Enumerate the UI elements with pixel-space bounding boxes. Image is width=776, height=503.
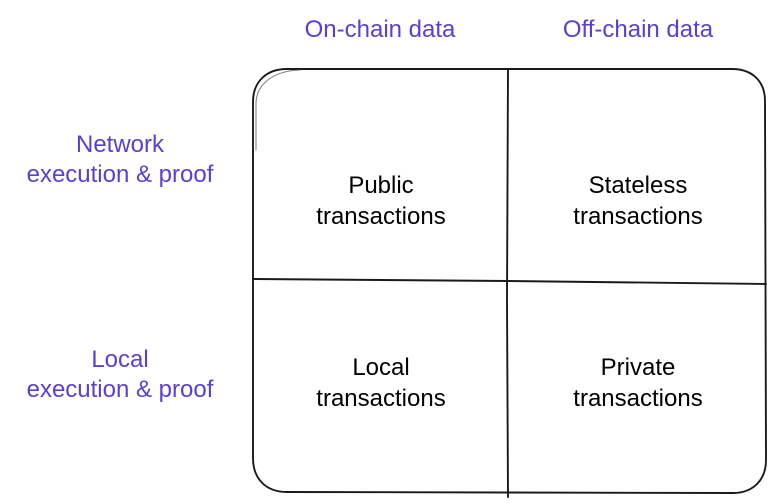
row-label-line-1: Network [75,131,165,158]
cell-label-line-2: transactions [316,203,446,230]
row-label-line-2: execution & proof [26,376,214,403]
row-label-network-execution-proof: Network execution & proof [0,130,240,190]
cell-label-line-2: transactions [573,203,703,230]
cell-label-line-1: Stateless [588,172,688,199]
row-label-line-2: execution & proof [26,161,214,188]
row-label-line-1: Local [91,346,149,373]
matrix-vertical-divider [506,69,509,498]
cell-label-line-2: transactions [316,385,446,412]
matrix-horizontal-divider [252,278,767,285]
cell-label-line-2: transactions [573,385,703,412]
row-label-local-execution-proof: Local execution & proof [0,345,240,405]
cell-label-line-1: Private [600,354,676,381]
cell-label-line-1: Local [352,354,410,381]
column-header-on-chain-data: On-chain data [304,16,456,43]
cell-label-public-transactions: Public transactions [256,170,506,232]
cell-label-line-1: Public [348,172,414,199]
matrix-outer-border [252,68,767,494]
cell-label-local-transactions: Local transactions [256,352,506,414]
cell-label-private-transactions: Private transactions [512,352,764,414]
cell-label-stateless-transactions: Stateless transactions [512,170,764,232]
matrix-border-overdraw [255,69,301,151]
column-header-off-chain-data: Off-chain data [562,16,714,43]
